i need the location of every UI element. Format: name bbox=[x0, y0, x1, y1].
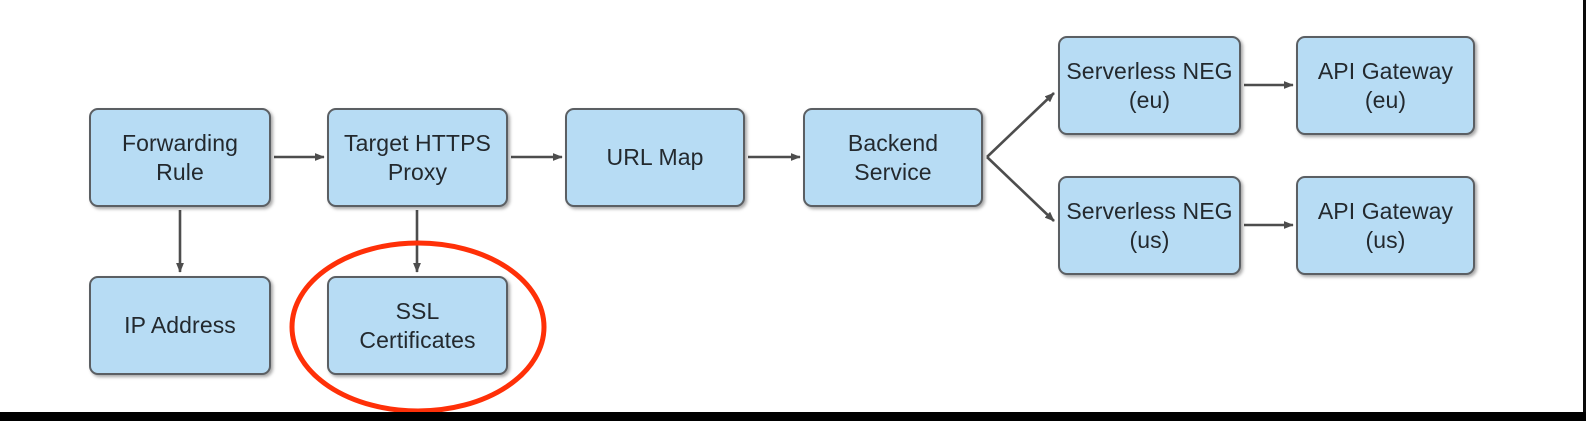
node-label: Forwarding Rule bbox=[121, 130, 239, 185]
node-label: Backend Service bbox=[847, 130, 939, 185]
node-api-gateway-us[interactable]: API Gateway (us) bbox=[1296, 176, 1475, 275]
node-label: IP Address bbox=[124, 312, 236, 339]
node-ssl-certificates[interactable]: SSL Certificates bbox=[327, 276, 508, 375]
node-backend-service[interactable]: Backend Service bbox=[803, 108, 983, 207]
frame-right-border bbox=[1583, 0, 1586, 421]
edge-backend-service-to-serverless-neg-eu bbox=[986, 92, 1055, 158]
node-label: SSL Certificates bbox=[359, 298, 476, 353]
node-label: API Gateway (us) bbox=[1317, 198, 1454, 253]
node-label: Target HTTPS Proxy bbox=[344, 130, 491, 185]
edge-backend-service-to-serverless-neg-us bbox=[986, 156, 1055, 222]
node-label: Serverless NEG (us) bbox=[1066, 198, 1233, 253]
node-label: URL Map bbox=[606, 144, 704, 171]
node-target-https-proxy[interactable]: Target HTTPS Proxy bbox=[327, 108, 508, 207]
node-url-map[interactable]: URL Map bbox=[565, 108, 745, 207]
node-serverless-neg-us[interactable]: Serverless NEG (us) bbox=[1058, 176, 1241, 275]
node-serverless-neg-eu[interactable]: Serverless NEG (eu) bbox=[1058, 36, 1241, 135]
node-label: Serverless NEG (eu) bbox=[1066, 58, 1233, 113]
node-label: API Gateway (eu) bbox=[1317, 58, 1454, 113]
node-forwarding-rule[interactable]: Forwarding Rule bbox=[89, 108, 271, 207]
frame-bottom-border bbox=[0, 412, 1586, 421]
node-ip-address[interactable]: IP Address bbox=[89, 276, 271, 375]
node-api-gateway-eu[interactable]: API Gateway (eu) bbox=[1296, 36, 1475, 135]
